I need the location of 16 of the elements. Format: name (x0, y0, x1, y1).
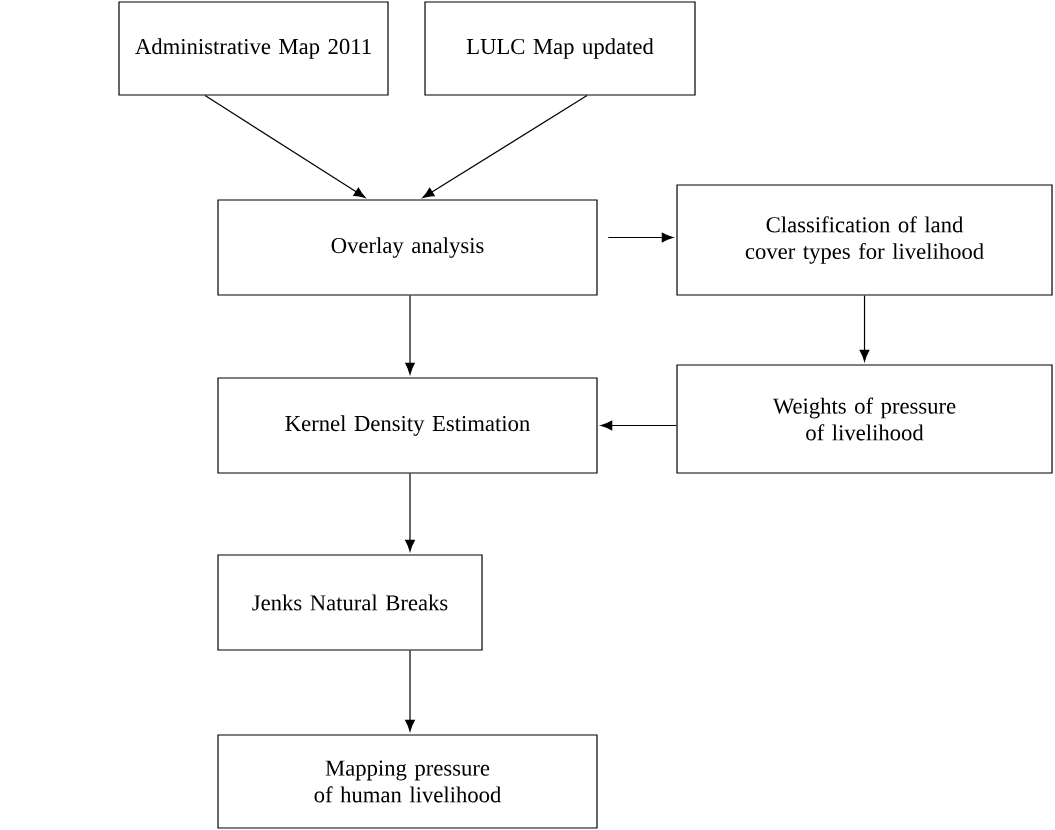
arrow (422, 95, 588, 199)
arrow (859, 295, 870, 362)
arrow (600, 420, 677, 431)
process-box: Overlay analysis (217, 199, 598, 296)
arrow (405, 650, 415, 732)
process-box: Kernel Density Estimation (217, 377, 598, 474)
arrow (405, 473, 415, 552)
arrow (204, 95, 366, 198)
process-box: Administrative Map 2011 (118, 1, 389, 96)
process-box: Classification of land cover types for livelihood (676, 184, 1053, 296)
process-box: Mapping pressure of human livelihood (217, 734, 598, 829)
arrow (405, 295, 415, 375)
arrow (607, 232, 674, 243)
process-box: LULC Map updated (424, 1, 696, 96)
process-box: Jenks Natural Breaks (217, 554, 483, 651)
process-box: Weights of pressure of livelihood (676, 364, 1053, 474)
